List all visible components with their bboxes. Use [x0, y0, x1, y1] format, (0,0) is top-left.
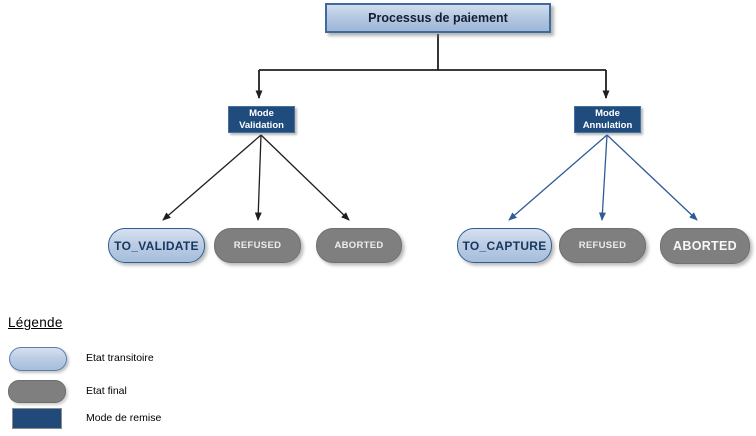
arrow-annulation-refused: [598, 134, 608, 221]
state-aborted-annulation: ABORTED: [660, 228, 750, 264]
state-refused-validation: REFUSED: [214, 228, 301, 263]
state-to-validate: TO_VALIDATE: [108, 228, 205, 263]
state-to-capture: TO_CAPTURE: [457, 228, 552, 263]
arrow-validation-refused: [254, 134, 262, 221]
legend-label-etat-transitoire: Etat transitoire: [86, 352, 154, 364]
state-refused-annulation: REFUSED: [559, 228, 646, 263]
legend-label-etat-final: Etat final: [86, 385, 127, 397]
arrow-annulation-to-capture: [508, 134, 608, 221]
legend-swatch-etat-transitoire: [9, 347, 67, 371]
arrow-validation-to-validate: [162, 134, 262, 221]
mode-validation-node: Mode Validation: [228, 106, 295, 133]
legend-swatch-mode-de-remise: [12, 408, 62, 429]
arrow-validation-aborted: [260, 134, 350, 221]
root-node-processus-de-paiement: Processus de paiement: [325, 3, 551, 33]
legend-swatch-etat-final: [8, 380, 66, 403]
arrow-annulation-aborted: [606, 134, 698, 221]
legend-title: Légende: [8, 315, 63, 330]
mode-annulation-node: Mode Annulation: [574, 106, 641, 133]
state-aborted-validation: ABORTED: [316, 228, 402, 263]
legend-label-mode-de-remise: Mode de remise: [86, 412, 162, 424]
